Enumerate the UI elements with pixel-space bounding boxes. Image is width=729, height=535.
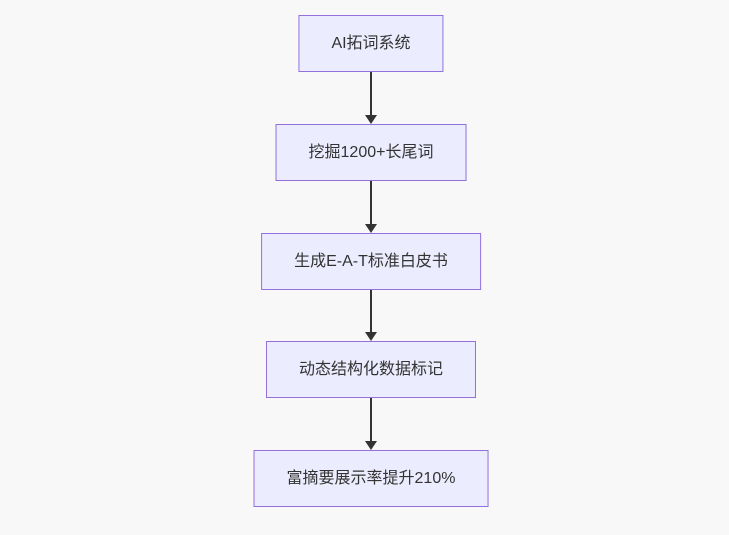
edge-arrow-down [370, 72, 372, 115]
flow-node-label: 动态结构化数据标记 [298, 360, 444, 378]
flow-node-structured-data-markup: 动态结构化数据标记 [265, 341, 477, 398]
flow-node-label: AI拓词系统 [331, 34, 411, 52]
flow-node-label: 富摘要展示率提升210% [286, 469, 456, 487]
edge-arrow-down [370, 398, 372, 441]
flow-node-rich-snippet-result: 富摘要展示率提升210% [253, 450, 489, 507]
flow-node-label: 挖掘1200+长尾词 [308, 143, 434, 161]
edge-arrow-down [370, 181, 372, 224]
flow-node-eat-whitepaper: 生成E-A-T标准白皮书 [261, 233, 481, 290]
edge-arrow-down [370, 290, 372, 332]
flow-node-label: 生成E-A-T标准白皮书 [294, 252, 448, 270]
flow-node-longtail-mining: 挖掘1200+长尾词 [275, 124, 467, 181]
flow-node-ai-keyword-system: AI拓词系统 [298, 15, 444, 72]
